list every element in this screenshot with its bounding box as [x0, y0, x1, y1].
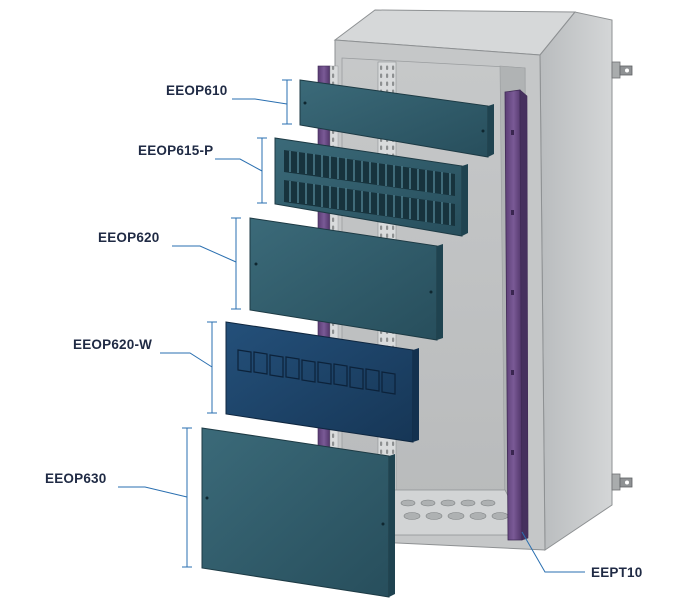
hinge-top — [611, 61, 633, 79]
label-eeop620-w: EEOP620-W — [73, 337, 152, 352]
hinge-bottom — [611, 473, 633, 491]
panel-eeop620 — [249, 217, 443, 341]
leader-eeop630 — [118, 486, 188, 498]
leader-eeop610 — [232, 98, 288, 105]
leader-eeop615-p — [215, 158, 263, 172]
panel-eeop630 — [201, 427, 395, 598]
label-eeop630: EEOP630 — [45, 471, 106, 486]
dimension-eeop620-w — [207, 321, 217, 414]
panel-eeop610 — [299, 79, 494, 158]
leader-eeop620-w — [160, 352, 213, 368]
leader-eeop620 — [172, 245, 237, 263]
dimension-eeop620 — [231, 217, 241, 310]
panel-eeop620-w — [225, 321, 419, 443]
eept10-upright — [504, 89, 529, 541]
label-eept10: EEPT10 — [591, 565, 642, 580]
dimension-eeop630 — [182, 427, 192, 568]
leader-eept10 — [521, 531, 585, 573]
enclosure-right-side — [539, 11, 613, 551]
knockout-holes — [400, 499, 509, 520]
label-eeop620: EEOP620 — [98, 230, 159, 245]
label-eeop610: EEOP610 — [166, 83, 227, 98]
panel-eeop615-p — [274, 137, 468, 237]
label-eeop615-p: EEOP615-P — [138, 143, 213, 158]
dimension-eeop610 — [282, 79, 292, 125]
breaker-windows — [237, 349, 396, 395]
